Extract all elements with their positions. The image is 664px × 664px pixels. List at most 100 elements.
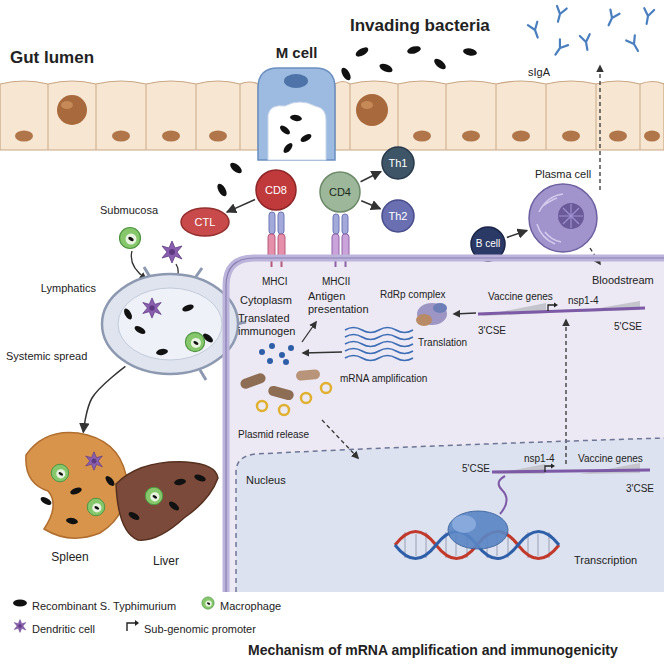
bacterium (133, 324, 146, 335)
plasma-cell-shape (529, 184, 597, 252)
cell-icon (202, 597, 214, 609)
immunogen-dots (259, 343, 294, 365)
mrna-waves (345, 342, 413, 347)
legend-icon (12, 619, 28, 633)
liver-organ-shape (116, 462, 218, 540)
epithelium-layer (356, 94, 388, 126)
label-box: Gut lumen (10, 48, 94, 68)
label-box: MHCI (262, 271, 288, 289)
siga-antibodies (553, 6, 567, 23)
dna-transcription (452, 515, 476, 533)
label-box: nsp1-4 (524, 448, 555, 466)
label-box: Lymphatics (34, 278, 96, 296)
figure-label: Submucosa (100, 204, 158, 217)
label-box: Translation (418, 332, 467, 350)
immunogen-dots (269, 343, 275, 349)
cell-interior (226, 258, 664, 592)
cell-interior (236, 438, 664, 592)
m-cell-shape (258, 68, 335, 160)
node-label: Lymphatics (41, 282, 96, 295)
lysing-bacteria (257, 401, 267, 411)
siga-antibodies (580, 34, 592, 51)
immunogen-dots (279, 352, 285, 358)
mhc-receptors (278, 212, 284, 234)
epithelium-layer (562, 131, 580, 142)
legend-text: Macrophage (220, 600, 281, 613)
figure-label: Antigen presentation (308, 290, 376, 315)
process-arrows (303, 352, 342, 353)
legend-icon (12, 596, 28, 610)
rna-strands (554, 303, 558, 308)
legend-item: Macrophage (200, 596, 380, 611)
node-label: CD4 (329, 186, 351, 199)
bacterium (66, 517, 79, 525)
legend-icon (200, 596, 216, 610)
antigen-presenting-cell-shape (226, 258, 664, 592)
epithelium-layer (0, 81, 258, 150)
bacterium (282, 141, 294, 154)
label-box: Spleen (10, 547, 130, 565)
label-box: Th2 (381, 199, 415, 233)
lymph-node-shape (118, 288, 222, 360)
lysing-bacteria (239, 369, 331, 415)
process-arrows (565, 320, 566, 464)
epithelium-layer (335, 81, 664, 150)
figure-label: Systemic spread (6, 350, 87, 363)
siga-antibodies (642, 8, 654, 25)
cell-icon (51, 464, 69, 482)
label-box: Bloodstream (592, 270, 654, 288)
th2-cell: Th2 (381, 199, 415, 233)
node-label: Liver (153, 555, 179, 569)
mhc-receptors (268, 234, 275, 258)
cell-icon (14, 620, 26, 633)
label-box: 3'CSE (478, 320, 506, 338)
node-label: Plasma cell (535, 168, 591, 181)
node-label: Cytoplasm (240, 294, 292, 307)
figure-label: RdRp complex (380, 289, 446, 301)
invading-bacteria (354, 45, 370, 58)
figure-label: Gut lumen (10, 48, 94, 68)
spleen-organ: Spleen (10, 425, 130, 545)
plasma-cell-shape (559, 204, 583, 228)
epithelium-layer (112, 131, 130, 142)
epithelium-layer (462, 131, 480, 142)
liver-organ: Liver (112, 458, 220, 548)
invading-bacteria (432, 57, 447, 71)
bacterium (290, 114, 303, 122)
node-label: CD8 (265, 184, 287, 197)
figure-label: Vaccine genes (488, 291, 553, 303)
m-cell: M cell (258, 68, 335, 160)
epithelium-layer (162, 131, 180, 142)
bacterium (156, 348, 169, 356)
process-arrows (454, 313, 476, 314)
figure-label: 3'CSE (626, 483, 654, 495)
rna-strands (551, 464, 555, 469)
lysing-bacteria (301, 393, 311, 403)
siga-antibodies (528, 22, 543, 40)
label-box: mRNA amplification (340, 368, 427, 386)
antigen-presenting-cell-shape (226, 258, 664, 592)
cell-icon (185, 332, 204, 351)
bacterium (299, 132, 312, 143)
node-label: M cell (276, 44, 318, 61)
mrna-waves (345, 349, 413, 354)
submucosa-cells (120, 228, 141, 249)
th1-cell-shape (382, 147, 414, 179)
process-arrows (302, 322, 316, 342)
immunogen-dots (267, 358, 273, 364)
epithelium-layer (209, 131, 227, 142)
lysing-bacteria (267, 385, 295, 401)
connector-arrow (507, 230, 527, 237)
siga-antibodies (604, 10, 619, 28)
ctl-cell: CTL (180, 207, 230, 237)
mhc-receptors (332, 234, 339, 258)
connector-arrow (361, 201, 380, 209)
bacterium (122, 307, 133, 320)
legend-item: Recombinant S. Typhimurium (12, 596, 192, 611)
plasma-cell-output (599, 66, 600, 190)
connector-arrow (361, 171, 381, 181)
epithelium-layer (413, 131, 431, 142)
label-box: 3'CSE (626, 478, 654, 496)
cell-icon (145, 487, 163, 505)
